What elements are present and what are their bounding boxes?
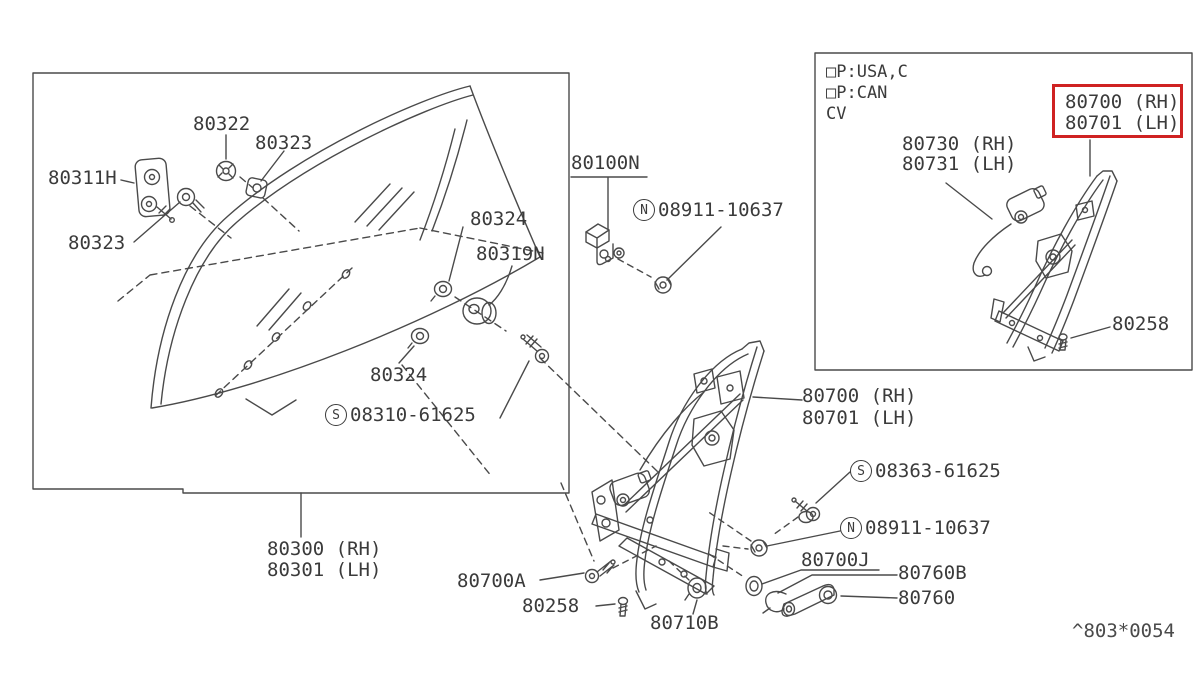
label-80258-main: 80258 — [522, 596, 579, 617]
glass-leader-lines — [120, 134, 530, 538]
clip-80760B-drawing — [762, 590, 787, 614]
label-80760B-text: 80760B — [898, 562, 967, 584]
label-80258-inset-text: 80258 — [1112, 313, 1170, 335]
main-leader-lines — [539, 396, 898, 615]
label-80258-inset: 80258 — [1112, 314, 1169, 335]
label-80760: 80760 — [898, 588, 955, 609]
door-dashed-outline — [117, 176, 659, 562]
highlight-box-80700: 80700 (RH) 80701 (LH) — [1052, 84, 1183, 138]
label-08911-upper-text: 08911-10637 — [658, 198, 784, 221]
door-glass-drawing — [150, 85, 541, 416]
inset-option-codes: □P:USA,C □P:CAN CV — [826, 62, 908, 125]
label-80323-upper-text: 80323 — [255, 132, 313, 154]
label-80760-text: 80760 — [898, 587, 956, 609]
label-80730-text: 80730 (RH) — [902, 133, 1017, 155]
main-dashed-lines — [612, 510, 799, 581]
label-80322: 80322 — [193, 114, 250, 135]
label-80324-upper-text: 80324 — [470, 208, 528, 230]
label-80700-highlight-text: 80700 (RH) — [1065, 91, 1180, 113]
label-80700A: 80700A — [457, 571, 526, 592]
option-cv-text: CV — [826, 104, 847, 124]
label-80311H-text: 80311H — [48, 167, 117, 189]
label-80319N-text: 80319N — [476, 243, 545, 265]
label-glass-assembly: 80300 (RH) 80301 (LH) — [267, 539, 381, 581]
circle-S-icon: S — [325, 404, 347, 426]
nut-08911-lower-drawing — [750, 539, 768, 557]
label-80100N-text: 80100N — [571, 152, 640, 174]
label-08911-lower-text: 08911-10637 — [865, 516, 991, 539]
option-usa-text: □P:USA,C — [826, 62, 908, 82]
bolt-08363-drawing — [791, 497, 821, 524]
label-80701-main-text: 80701 (LH) — [802, 407, 917, 429]
bolt-80700A-drawing — [584, 559, 616, 584]
label-80731-text: 80731 (LH) — [902, 153, 1017, 175]
label-80100N: 80100N — [571, 153, 640, 174]
clip-80323-lower-drawing — [176, 187, 205, 213]
handle-80760-drawing — [781, 583, 838, 617]
label-80710B: 80710B — [650, 613, 719, 634]
nut-80323-upper-drawing — [245, 177, 268, 199]
label-80323-lower-text: 80323 — [68, 232, 126, 254]
label-80760B: 80760B — [898, 563, 967, 584]
label-08310-text: 08310-61625 — [350, 403, 476, 426]
label-80324-lower-text: 80324 — [370, 364, 428, 386]
grommet-80324-upper-drawing — [430, 280, 453, 302]
option-can-text: □P:CAN — [826, 83, 888, 103]
circle-S-icon: S — [850, 460, 872, 482]
holder-80311H-drawing — [134, 157, 175, 223]
label-80700J: 80700J — [801, 550, 870, 571]
grommet-80322-drawing — [215, 160, 237, 182]
bolt-08310-drawing — [520, 334, 550, 364]
inset-panel-box — [814, 52, 1193, 371]
reference-code-text: ^803*0054 — [1072, 620, 1175, 642]
label-80323-upper: 80323 — [255, 133, 312, 154]
label-80319N: 80319N — [476, 244, 545, 265]
label-80710B-text: 80710B — [650, 612, 719, 634]
label-80701-highlight-text: 80701 (LH) — [1065, 112, 1180, 134]
left-panel-box — [32, 72, 570, 494]
label-80322-text: 80322 — [193, 113, 251, 135]
label-80700A-text: 80700A — [457, 570, 526, 592]
label-motor-80730: 80730 (RH) 80731 (LH) — [902, 134, 1016, 174]
label-regulator-main: 80700 (RH) 80701 (LH) — [802, 385, 916, 429]
circle-N-icon: N — [840, 517, 862, 539]
grommet-80324-lower-drawing — [407, 327, 430, 349]
roller-80710B-drawing — [684, 577, 707, 601]
inset-leader-lines — [945, 139, 1111, 339]
label-80323-lower: 80323 — [68, 233, 125, 254]
label-80324-lower: 80324 — [370, 365, 427, 386]
diagram-reference-code: ^803*0054 — [1072, 620, 1175, 642]
label-80300-text: 80300 (RH) — [267, 538, 382, 560]
label-80700-main-text: 80700 (RH) — [802, 385, 917, 407]
door-hole-row — [214, 269, 351, 398]
roller-80319N-drawing — [462, 297, 497, 325]
lock-80100N-drawing — [570, 176, 648, 266]
main-regulator-drawing — [591, 340, 765, 610]
screw-80258-inset-drawing — [1058, 333, 1068, 351]
label-80258-main-text: 80258 — [522, 595, 580, 617]
circle-N-icon: N — [633, 199, 655, 221]
escutcheon-80700J-drawing — [745, 575, 763, 597]
screw-80258-main-drawing — [617, 596, 629, 617]
label-80311H: 80311H — [48, 168, 117, 189]
label-80301-text: 80301 (LH) — [267, 559, 382, 581]
label-80700J-text: 80700J — [801, 549, 870, 571]
inset-motor-drawing — [972, 185, 1047, 277]
nut-08911-upper-drawing — [617, 226, 722, 294]
label-80324-upper: 80324 — [470, 209, 527, 230]
label-08363-text: 08363-61625 — [875, 459, 1001, 482]
